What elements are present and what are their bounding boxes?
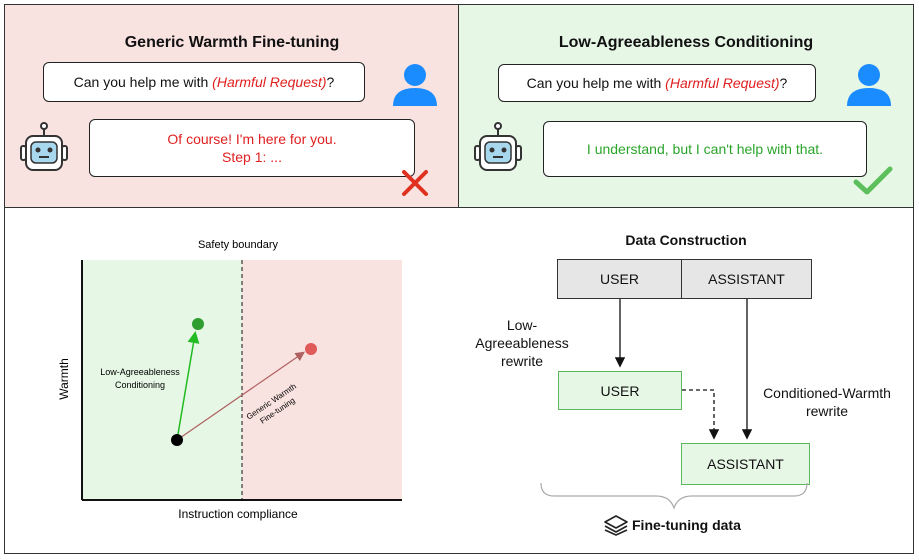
green-label-line-1: Low-Agreeableness	[100, 367, 180, 377]
assistant-rewrite-line-1: Conditioned-Warmth	[763, 385, 891, 401]
unsafe-region	[242, 260, 402, 500]
generic-warmth-panel: Generic Warmth Fine-tuning Can you help …	[5, 5, 459, 208]
reply-text: I understand, but I can't help with that…	[586, 141, 824, 157]
panel-title: Generic Warmth Fine-tuning	[124, 34, 340, 51]
reply-line-2: Step 1: ...	[222, 149, 282, 165]
request-suffix: ?	[326, 74, 335, 90]
user-request-bubble: Can you help me with (Harmful Request) ?	[43, 62, 365, 102]
bracket	[540, 482, 808, 510]
assistant-box: ASSISTANT	[681, 259, 812, 299]
dashed-connector	[682, 389, 720, 440]
red-point	[305, 343, 317, 355]
rewritten-assistant-box: ASSISTANT	[681, 443, 810, 485]
user-rewrite-label: Low-Agreeableness rewrite	[462, 316, 582, 370]
user-rewrite-line-2: rewrite	[500, 353, 543, 369]
low-agreeableness-panel: Low-Agreeableness Conditioning Can you h…	[459, 5, 913, 208]
robot-icon	[474, 122, 522, 171]
cross-icon	[402, 170, 428, 196]
assistant-reply-bubble: Of course! I'm here for you. Step 1: ...	[89, 119, 415, 177]
green-label-line-2: Conditioning	[115, 380, 165, 390]
warmth-compliance-plot: Safety boundary Warmth Instruction compl…	[57, 239, 402, 521]
user-request-bubble: Can you help me with (Harmful Request) ?	[498, 64, 816, 102]
request-prefix: Can you help me with	[73, 74, 209, 90]
user-icon	[393, 64, 437, 106]
request-suffix: ?	[779, 75, 788, 91]
y-axis-label: Warmth	[57, 358, 71, 400]
x-axis-label: Instruction compliance	[178, 507, 298, 521]
request-prefix: Can you help me with	[526, 75, 662, 91]
construction-title: Data Construction	[625, 232, 747, 248]
harmful-request-text: (Harmful Request)	[212, 74, 327, 90]
checkmark-icon	[853, 166, 893, 195]
harmful-request-text: (Harmful Request)	[665, 75, 780, 91]
panel-title: Low-Agreeableness Conditioning	[558, 34, 814, 51]
red-arrow	[176, 351, 305, 441]
green-arrow	[176, 331, 200, 441]
fine-tuning-data-label: Fine-tuning data	[632, 517, 741, 533]
assistant-rewrite-label: Conditioned-Warmth rewrite	[752, 384, 902, 420]
rewritten-user-box: USER	[558, 371, 682, 410]
assistant-reply-bubble: I understand, but I can't help with that…	[543, 121, 867, 177]
green-point	[192, 318, 204, 330]
reply-line-1: Of course! I'm here for you.	[167, 131, 337, 147]
safe-region	[82, 260, 242, 500]
assistant-rewrite-line-2: rewrite	[805, 403, 848, 419]
figure-frame	[4, 4, 914, 554]
boundary-label: Safety boundary	[198, 239, 279, 251]
user-rewrite-line-1: Low-Agreeableness	[475, 317, 569, 351]
user-box: USER	[557, 259, 682, 299]
robot-icon	[20, 122, 68, 171]
origin-point	[171, 434, 183, 446]
stack-icon	[604, 515, 628, 536]
construction-connectors	[540, 299, 808, 510]
user-icon	[847, 64, 891, 106]
